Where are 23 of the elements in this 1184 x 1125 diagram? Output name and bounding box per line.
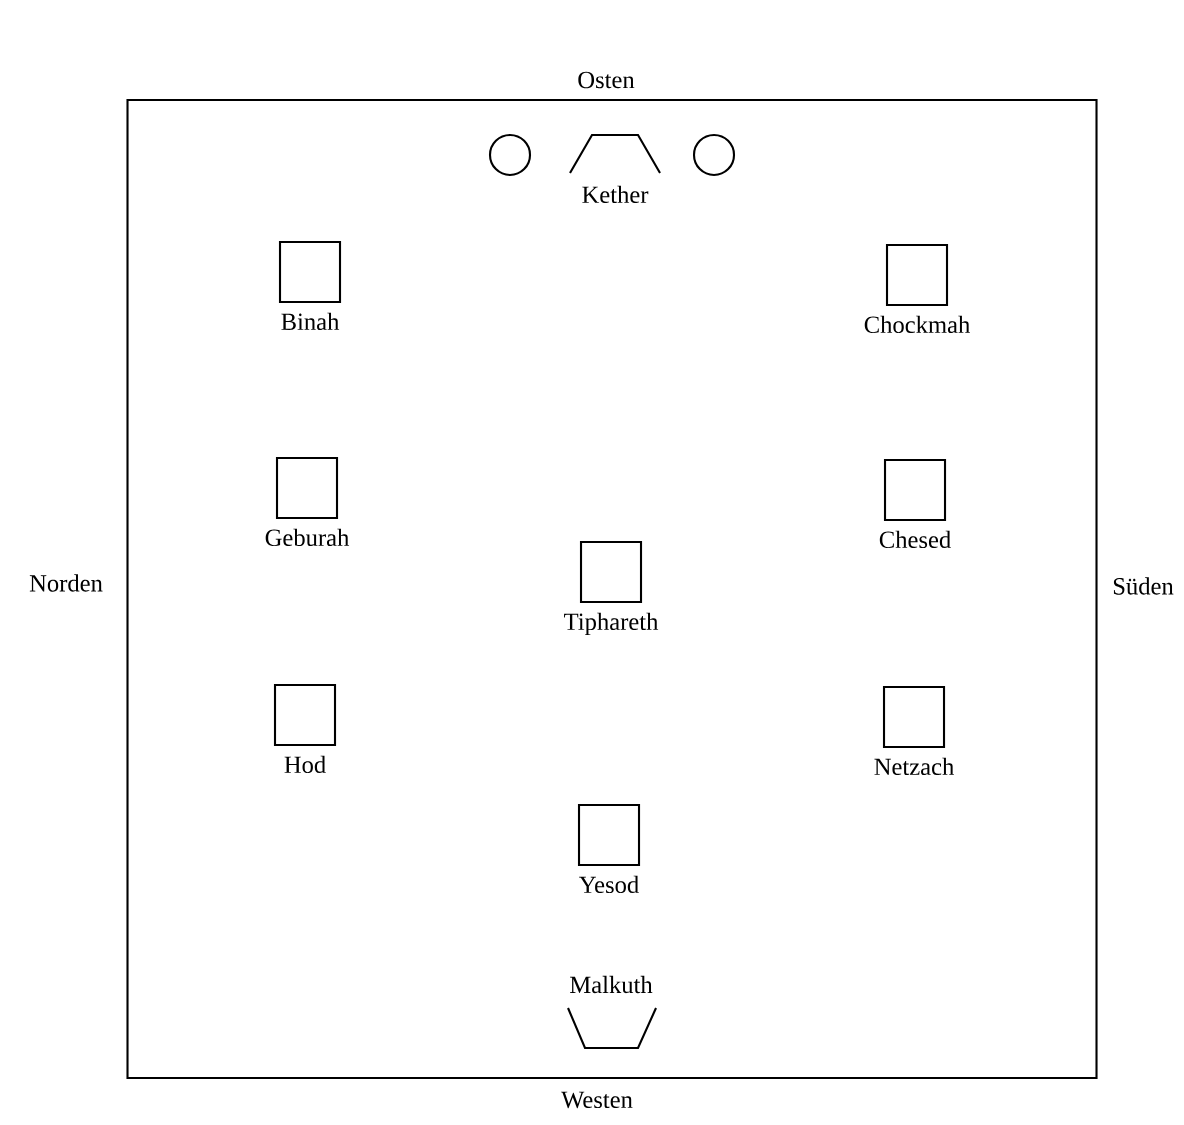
node-label: Hod xyxy=(284,755,326,774)
labelled-square: Tiphareth xyxy=(564,540,659,636)
node-label: Netzach xyxy=(874,757,955,776)
labelled-square: Chesed xyxy=(879,458,951,549)
labelled-square: Chockmah xyxy=(864,243,970,334)
labelled-square: Netzach xyxy=(874,685,954,776)
labelled-square: Binah xyxy=(278,240,342,331)
node-label: Geburah xyxy=(265,528,350,547)
node-label: Binah xyxy=(281,312,340,331)
labelled-square: Geburah xyxy=(265,456,350,547)
room-outline xyxy=(126,98,1098,1080)
node-label: Tiphareth xyxy=(564,612,659,636)
node-label: Chesed xyxy=(879,530,951,549)
node-label: Chockmah xyxy=(864,315,971,334)
circle-symbol xyxy=(488,133,532,177)
direction-label: Norden xyxy=(29,574,103,592)
circle-symbol xyxy=(692,133,736,177)
direction-label: Westen xyxy=(561,1091,633,1109)
direction-label: Osten xyxy=(578,71,635,89)
labelled-square: Hod xyxy=(273,683,337,774)
direction-label: Süden xyxy=(1113,577,1174,595)
labelled-square: Yesod xyxy=(577,803,641,894)
node-label: Yesod xyxy=(579,875,639,894)
